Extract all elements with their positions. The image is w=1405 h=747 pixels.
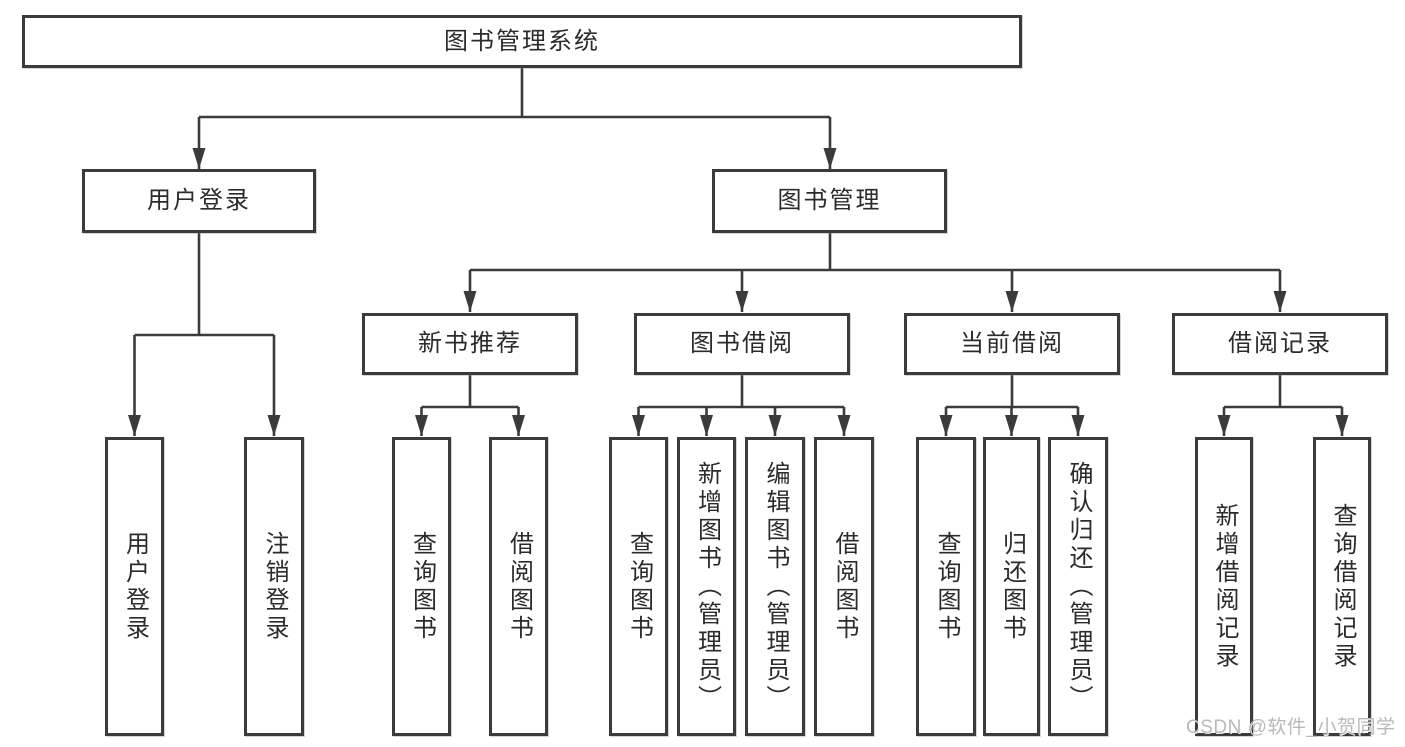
node-label: 用户登录: [121, 530, 149, 643]
node-label: 确认归还（管理员）: [1065, 460, 1092, 713]
node-label: 图书借阅: [690, 330, 794, 357]
connector-new-book-children: [415, 375, 525, 436]
connector-book-management-children: [463, 232, 1287, 312]
connector-current-borrow-children: [939, 375, 1085, 436]
node-label: 新增图书（管理员）: [693, 460, 721, 713]
node-label: 图书管理系统: [444, 27, 600, 55]
connector-borrow-records-children: [1217, 375, 1349, 436]
connector-book-borrow-children: [632, 375, 851, 436]
node-user-login: 用户登录: [82, 169, 316, 233]
node-book-borrowing: 图书借阅: [634, 313, 850, 375]
node-label: 归还图书: [998, 530, 1026, 643]
csdn-watermark: CSDN @软件_小贺同学: [1186, 717, 1396, 738]
node-leaf-borrow-books: 借阅图书: [814, 437, 874, 736]
node-new-book-recommendation: 新书推荐: [362, 313, 578, 375]
node-leaf-query-books-current: 查询图书: [916, 437, 976, 736]
node-leaf-confirm-return-admin: 确认归还（管理员）: [1048, 437, 1108, 736]
node-label: 图书管理: [777, 187, 882, 214]
node-label: 用户登录: [147, 187, 251, 214]
node-leaf-borrow-books-recommend: 借阅图书: [489, 437, 548, 736]
node-leaf-add-book-admin: 新增图书（管理员）: [677, 437, 736, 736]
node-library-management-system: 图书管理系统: [22, 15, 1022, 68]
node-leaf-add-borrow-record: 新增借阅记录: [1195, 437, 1253, 736]
node-book-management: 图书管理: [712, 169, 947, 233]
node-label: 查询图书: [625, 530, 653, 643]
node-borrowing-records: 借阅记录: [1172, 313, 1388, 375]
node-label: 编辑图书（管理员）: [762, 460, 789, 713]
node-label: 当前借阅: [960, 330, 1064, 357]
node-label: 查询借阅记录: [1329, 502, 1356, 671]
node-leaf-return-books: 归还图书: [983, 437, 1040, 736]
node-label: 查询图书: [408, 530, 436, 643]
connector-root-to-level2: [192, 67, 837, 169]
node-leaf-logout: 注销登录: [244, 437, 304, 736]
node-current-borrowing: 当前借阅: [904, 313, 1120, 375]
node-leaf-query-books-borrow: 查询图书: [609, 437, 668, 736]
node-leaf-query-borrow-record: 查询借阅记录: [1313, 437, 1371, 736]
node-label: 借阅记录: [1228, 330, 1332, 357]
node-label: 新书推荐: [418, 330, 522, 357]
node-label: 新增借阅记录: [1211, 502, 1238, 671]
node-leaf-query-books-recommend: 查询图书: [392, 437, 451, 736]
node-label: 查询图书: [933, 530, 960, 643]
node-leaf-edit-book-admin: 编辑图书（管理员）: [745, 437, 805, 736]
connector-user-login-children: [128, 233, 281, 436]
node-label: 借阅图书: [505, 530, 533, 643]
node-leaf-user-login: 用户登录: [105, 437, 164, 736]
node-label: 注销登录: [261, 530, 288, 643]
node-label: 借阅图书: [831, 530, 858, 643]
